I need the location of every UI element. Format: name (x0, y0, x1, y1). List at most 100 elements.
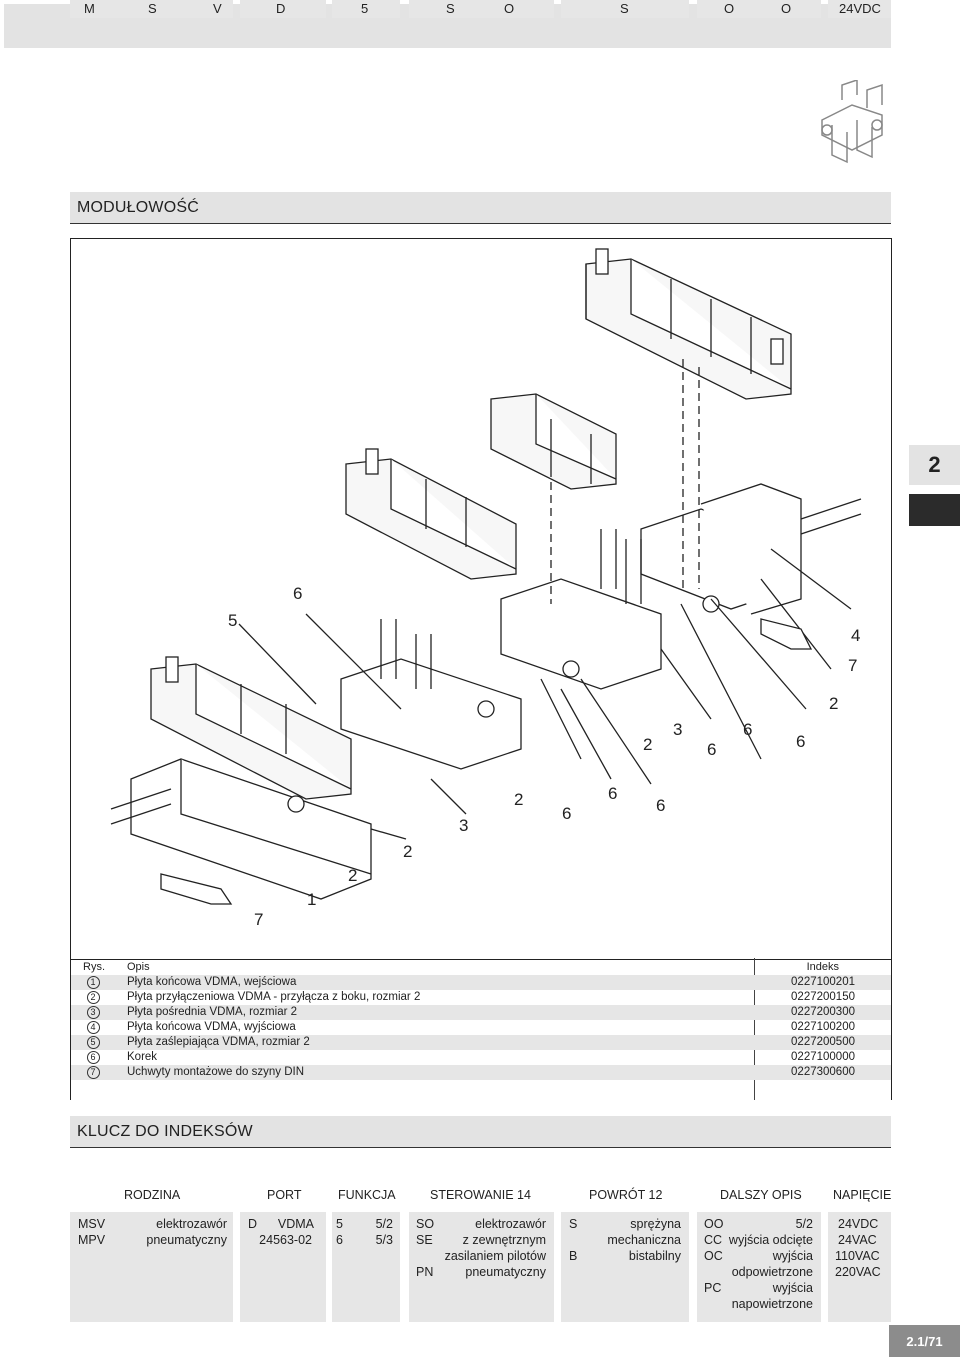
key-text: wyjścia (772, 1281, 813, 1295)
callout: 2 (514, 790, 523, 809)
callout: 2 (348, 866, 357, 885)
key-box-description: OO 5/2 CC wyjścia odcięte OC wyjścia odp… (697, 1212, 821, 1322)
key-text: 5/2 (375, 1217, 393, 1231)
key-box-voltage: 24VDC 24VAC 110VAC 220VAC (828, 1212, 891, 1322)
table-row: 6 Korek 0227100000 (71, 1050, 891, 1065)
key-text: napowietrzone (731, 1297, 813, 1311)
key-box-control: SO elektrozawór SE z zewnętrznym zasilan… (409, 1212, 554, 1322)
chapter-marker (909, 494, 960, 526)
code-letter: V (213, 1, 222, 16)
category-label: RODZINA (124, 1188, 181, 1202)
chapter-tab: 2 (909, 445, 960, 485)
key-code: D (248, 1217, 258, 1231)
callout: 7 (848, 656, 857, 675)
key-box-family: MSV elektrozawór MPV pneumatyczny (70, 1212, 233, 1322)
key-text: elektrozawór (156, 1217, 227, 1231)
valve-manifold-drawing: 5 6 4 7 2 2 3 6 6 6 2 6 6 6 3 2 2 1 7 (110, 248, 862, 929)
key-code: PC (704, 1281, 722, 1295)
callout: 4 (851, 626, 860, 645)
row-desc: Płyta pośrednia VDMA, rozmiar 2 (127, 1006, 298, 1018)
key-code: MSV (78, 1217, 106, 1231)
code-group-function: 5 (332, 0, 400, 18)
manifold-thumbnail-icon (821, 80, 883, 164)
key-text: wyjścia (772, 1249, 813, 1263)
table-row: 5 Płyta zaślepiająca VDMA, rozmiar 2 022… (71, 1035, 891, 1050)
row-index: 0227100201 (791, 976, 855, 988)
col-header-no: Rys. (83, 961, 105, 973)
callout: 6 (562, 804, 571, 823)
code-group-voltage: 24VDC (828, 0, 891, 18)
key-text: bistabilny (628, 1249, 681, 1263)
callout: 6 (796, 732, 805, 751)
category-label: FUNKCJA (338, 1188, 396, 1202)
section-header-modularity: MODUŁOWOŚĆ (70, 192, 891, 224)
key-code: S (569, 1217, 578, 1231)
callout: 2 (643, 735, 652, 754)
column-divider (754, 958, 755, 1100)
parts-table: Rys. Opis Indeks 1 Płyta końcowa VDMA, w… (70, 958, 892, 1100)
key-text: 24VAC (838, 1233, 877, 1247)
row-desc: Uchwyty montażowe do szyny DIN (127, 1066, 305, 1078)
code-group-family: M S V (70, 0, 233, 18)
row-index: 0227100000 (791, 1051, 855, 1063)
row-index: 0227300600 (791, 1066, 855, 1078)
category-label: NAPIĘCIE (833, 1188, 892, 1202)
key-text: 5/3 (375, 1233, 393, 1247)
callout: 5 (228, 611, 237, 630)
key-text: zasilaniem pilotów (444, 1249, 546, 1263)
row-number: 5 (86, 1036, 100, 1049)
code-group-return: S (561, 0, 689, 18)
key-text: mechaniczna (607, 1233, 681, 1247)
key-code: OO (704, 1217, 724, 1231)
callout: 3 (673, 720, 682, 739)
key-code: PN (416, 1265, 434, 1279)
exploded-diagram: 5 6 4 7 2 2 3 6 6 6 2 6 6 6 3 2 2 1 7 (70, 238, 892, 960)
code-group-port: D (240, 0, 326, 18)
row-desc: Płyta końcowa VDMA, wyjściowa (127, 1021, 296, 1033)
code-letter: S (620, 1, 629, 16)
row-desc: Płyta przyłączeniowa VDMA - przyłącza z … (127, 991, 421, 1003)
page-number: 2.1/71 (889, 1325, 960, 1357)
code-letter: S (446, 1, 455, 16)
callout: 6 (707, 740, 716, 759)
key-code: SO (416, 1217, 435, 1231)
code-letter: 5 (361, 1, 369, 16)
key-code: MPV (78, 1233, 106, 1247)
key-code: 5 (336, 1217, 343, 1231)
row-desc: Płyta końcowa VDMA, wejściowa (127, 976, 297, 988)
row-index: 0227200300 (791, 1006, 855, 1018)
col-header-desc: Opis (127, 961, 150, 973)
key-code: SE (416, 1233, 433, 1247)
row-number: 2 (86, 991, 100, 1004)
callout: 6 (608, 784, 617, 803)
callout: 6 (743, 720, 752, 739)
code-letter: O (504, 1, 515, 16)
table-row: 3 Płyta pośrednia VDMA, rozmiar 2 022720… (71, 1005, 891, 1020)
key-text: VDMA (277, 1217, 314, 1231)
code-group-control: S O (409, 0, 554, 18)
row-number: 4 (86, 1021, 100, 1034)
key-code: B (569, 1249, 578, 1263)
key-box-port: D VDMA 24563-02 (240, 1212, 326, 1322)
row-number: 7 (86, 1066, 100, 1079)
callout: 3 (459, 816, 468, 835)
section-header-index-key: KLUCZ DO INDEKSÓW (70, 1116, 891, 1148)
callout: 7 (254, 910, 263, 929)
key-text: elektrozawór (475, 1217, 546, 1231)
key-text: 5/2 (795, 1217, 813, 1231)
code-letter: O (724, 1, 735, 16)
row-desc: Korek (127, 1051, 158, 1063)
code-letter: S (148, 1, 157, 16)
row-index: 0227200150 (791, 991, 855, 1003)
table-row: 4 Płyta końcowa VDMA, wyjściowa 02271002… (71, 1020, 891, 1035)
row-desc: Płyta zaślepiająca VDMA, rozmiar 2 (127, 1036, 310, 1048)
key-code: CC (704, 1233, 723, 1247)
table-row: 2 Płyta przyłączeniowa VDMA - przyłącza … (71, 990, 891, 1005)
table-row: 7 Uchwyty montażowe do szyny DIN 0227300… (71, 1065, 891, 1080)
category-label: DALSZY OPIS (720, 1188, 802, 1202)
code-letter: D (276, 1, 286, 16)
row-number: 6 (86, 1051, 100, 1064)
row-number: 3 (86, 1006, 100, 1019)
row-index: 0227200500 (791, 1036, 855, 1048)
parts-table-header: Rys. Opis Indeks (71, 960, 891, 975)
